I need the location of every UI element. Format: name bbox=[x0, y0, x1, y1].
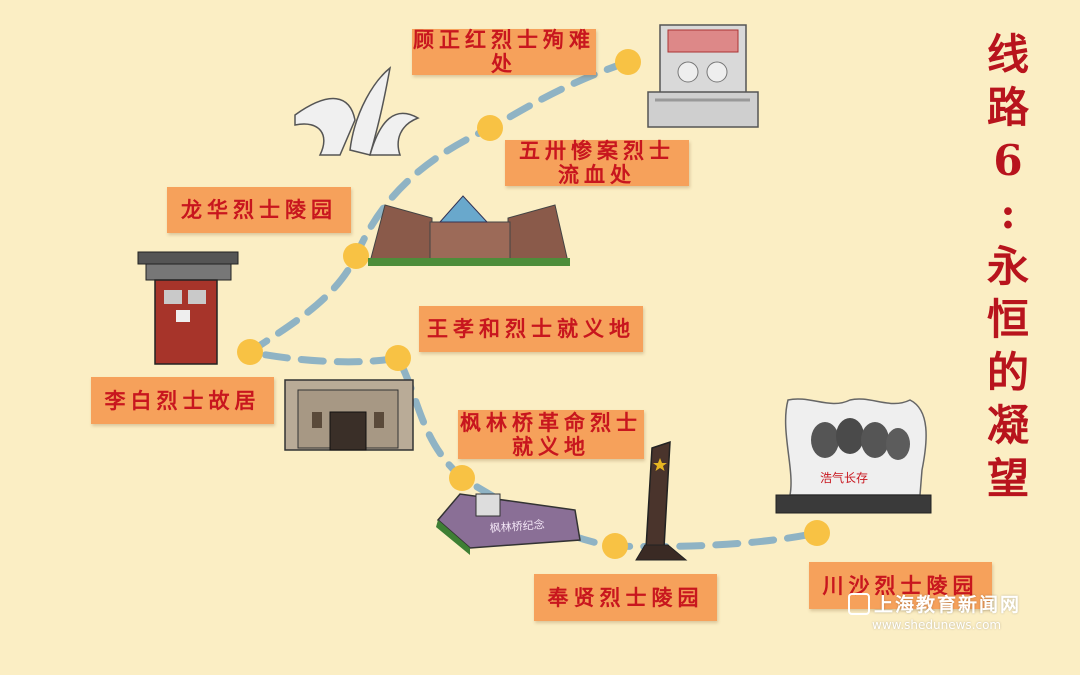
label-li-bai[interactable]: 李白烈士故居 bbox=[91, 377, 274, 424]
stop-wusa[interactable] bbox=[477, 115, 503, 141]
watermark-name: 上海教育新闻网 bbox=[874, 594, 1022, 616]
label-wang-xiaohe[interactable]: 王孝和烈士就义地 bbox=[419, 306, 643, 352]
longhua-memorial-illustration bbox=[368, 195, 570, 266]
stop-fengxian[interactable] bbox=[602, 533, 628, 559]
stop-chuansha[interactable] bbox=[804, 520, 830, 546]
chuansha-relief-illustration: 浩气长存 bbox=[775, 398, 932, 514]
title-char: 永 bbox=[986, 242, 1029, 291]
stop-longhua[interactable] bbox=[343, 243, 369, 269]
wusa-sculpture-illustration bbox=[294, 66, 420, 156]
fengxian-obelisk-illustration bbox=[635, 440, 688, 561]
label-fenglinqiao-line-2: 就义地 bbox=[512, 433, 590, 459]
label-longhua[interactable]: 龙华烈士陵园 bbox=[167, 187, 351, 233]
label-fengxian-line-1: 奉贤烈士陵园 bbox=[547, 584, 704, 610]
label-wusa[interactable]: 五卅惨案烈士 流血处 bbox=[505, 138, 689, 187]
fenglinqiao-plaque-text: 枫林桥纪念 bbox=[489, 517, 545, 535]
watermark-url: www.shedunews.com bbox=[872, 618, 1002, 632]
stop-li-bai[interactable] bbox=[237, 339, 263, 365]
wang-xiaohe-site-illustration bbox=[284, 379, 414, 451]
label-chuansha-line-1: 川沙烈士陵园 bbox=[822, 572, 979, 598]
title-char: 线 bbox=[986, 30, 1029, 79]
label-gu-zhenghong[interactable]: 顾正红烈士殉难处 bbox=[412, 27, 596, 76]
title-char: 的 bbox=[986, 348, 1029, 397]
label-fengxian[interactable]: 奉贤烈士陵园 bbox=[534, 574, 717, 621]
label-wusa-line-2: 流血处 bbox=[558, 162, 636, 187]
label-fenglinqiao-line-1: 枫林桥革命烈士 bbox=[460, 409, 642, 435]
title-char: 6 bbox=[993, 136, 1023, 185]
title-char: 路 bbox=[986, 83, 1029, 132]
label-gu-zhenghong-line-1: 顾正红烈士殉难处 bbox=[413, 27, 595, 76]
chuansha-relief-text: 浩气长存 bbox=[820, 470, 868, 485]
stop-markers bbox=[237, 49, 830, 559]
label-fenglinqiao[interactable]: 枫林桥革命烈士 就义地 bbox=[458, 410, 644, 459]
watermark-logo-icon bbox=[848, 592, 870, 615]
page-title: 线 路 6 : 永 恒 的 凝 望 bbox=[980, 28, 1036, 505]
stop-fenglinqiao[interactable] bbox=[449, 465, 475, 491]
label-wusa-line-1: 五卅惨案烈士 bbox=[519, 138, 675, 163]
title-char: 凝 bbox=[986, 401, 1029, 450]
stop-wang-xiaohe[interactable] bbox=[385, 345, 411, 371]
title-char: : bbox=[1000, 189, 1016, 238]
label-longhua-line-1: 龙华烈士陵园 bbox=[181, 197, 337, 222]
label-wang-xiaohe-line-1: 王孝和烈士就义地 bbox=[427, 316, 635, 341]
fenglinqiao-plaque-illustration: 枫林桥纪念 bbox=[436, 493, 581, 555]
title-char: 望 bbox=[986, 454, 1029, 503]
gu-zhenghong-memorial-illustration bbox=[647, 24, 759, 128]
stop-gu-zhenghong[interactable] bbox=[615, 49, 641, 75]
label-li-bai-line-1: 李白烈士故居 bbox=[104, 387, 261, 413]
li-bai-residence-illustration bbox=[137, 251, 239, 365]
label-chuansha[interactable]: 川沙烈士陵园 bbox=[809, 562, 992, 609]
title-char: 恒 bbox=[986, 295, 1029, 344]
watermark: 上海教育新闻网 www.shedunews.com bbox=[848, 590, 1038, 632]
